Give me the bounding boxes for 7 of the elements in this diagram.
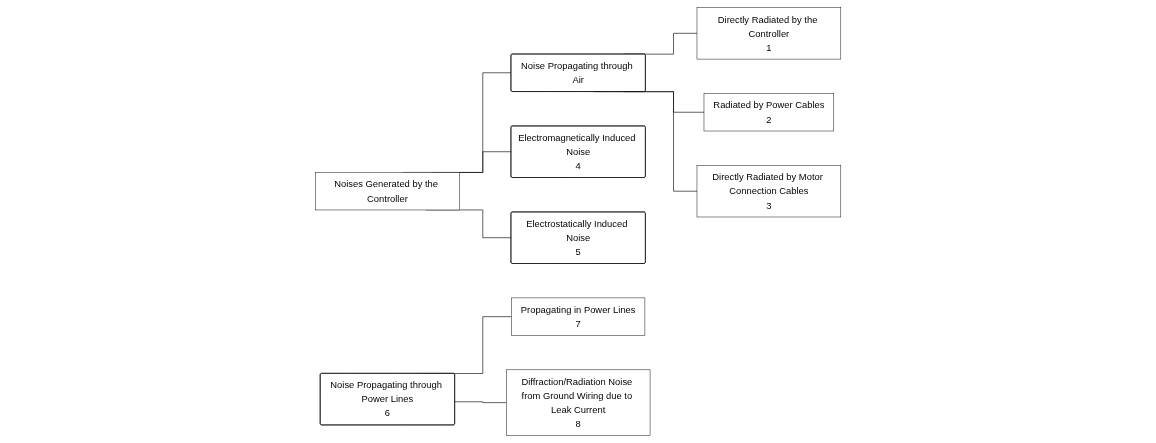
connector: [454, 401, 507, 403]
node-box: Directly Radiated by Motor Connection Cables 3: [696, 165, 841, 218]
node-box: Diffraction/Radiation Noise from Ground Wiring due to Leak Current 8: [505, 369, 651, 436]
node-box: Radiated by Power Cables 2: [703, 93, 834, 132]
node-box: Directly Radiated by the Controller 1: [696, 7, 841, 60]
node-box: Noises Generated by the Controller: [315, 172, 460, 211]
node-box: Propagating in Power Lines 7: [511, 297, 645, 336]
